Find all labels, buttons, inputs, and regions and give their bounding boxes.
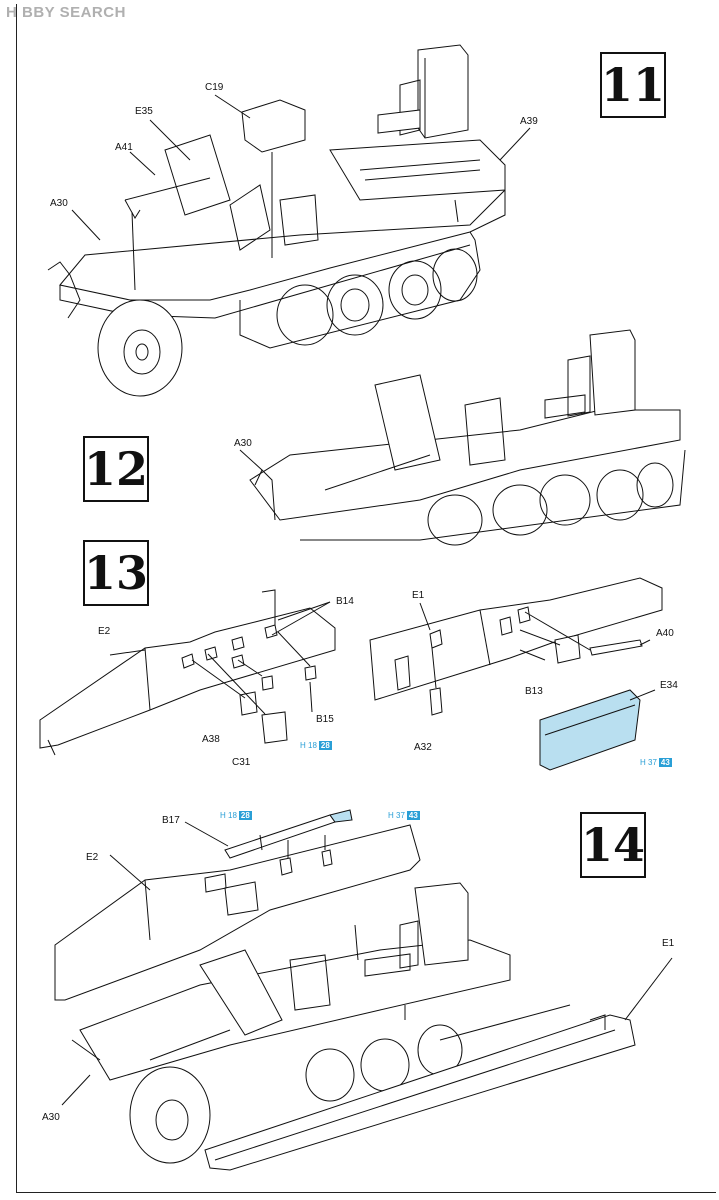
part-label-a40: A40	[656, 628, 674, 639]
part-label-e2-step14: E2	[86, 852, 99, 863]
e34-fender-part	[540, 690, 640, 770]
color-ref-b17-body: H 18 28	[220, 811, 252, 820]
part-label-a30-step14: A30	[42, 1112, 60, 1123]
step13-left-panel	[40, 590, 335, 755]
part-label-e2-step13: E2	[98, 626, 111, 637]
part-label-e1-step14: E1	[662, 938, 675, 949]
part-label-a38: A38	[202, 734, 220, 745]
part-label-b13: B13	[525, 686, 543, 697]
step-number-12: 12	[83, 436, 149, 502]
part-label-e34: E34	[660, 680, 678, 691]
color-ref-b17-muzzle: H 37 43	[388, 811, 420, 820]
part-label-e1-step13: E1	[412, 590, 425, 601]
step12-vehicle	[240, 330, 685, 545]
step11-vehicle	[48, 45, 530, 396]
color-ref-number: 43	[658, 758, 672, 767]
part-label-b15: B15	[316, 714, 334, 725]
part-label-c31: C31	[232, 757, 251, 768]
color-ref-code: H 18	[220, 811, 237, 820]
step13-right-panel	[370, 578, 662, 715]
color-ref-number: 43	[406, 811, 420, 820]
step-number-14: 14	[580, 812, 646, 878]
color-ref-code: H 37	[388, 811, 405, 820]
part-label-a32: A32	[414, 742, 432, 753]
step-number-13: 13	[83, 540, 149, 606]
part-label-b14: B14	[336, 596, 354, 607]
color-ref-e34: H 37 43	[640, 758, 672, 767]
part-label-c19: C19	[205, 82, 224, 93]
page-frame-bottom	[16, 1192, 716, 1193]
step14-assembly	[55, 810, 672, 1170]
part-label-a39: A39	[520, 116, 538, 127]
color-ref-number: 28	[238, 811, 252, 820]
page-frame-left	[16, 4, 17, 1192]
part-label-b17: B17	[162, 815, 180, 826]
part-label-e35: E35	[135, 106, 153, 117]
part-label-a41: A41	[115, 142, 133, 153]
color-ref-number: 28	[318, 741, 332, 750]
part-label-a30-step12: A30	[234, 438, 252, 449]
color-ref-c31: H 18 28	[300, 741, 332, 750]
step-number-11: 11	[600, 52, 666, 118]
b17-muzzle-part	[330, 810, 352, 822]
color-ref-code: H 37	[640, 758, 657, 767]
watermark-logo: H BBY SEARCH	[6, 4, 126, 21]
part-label-a30: A30	[50, 198, 68, 209]
color-ref-code: H 18	[300, 741, 317, 750]
